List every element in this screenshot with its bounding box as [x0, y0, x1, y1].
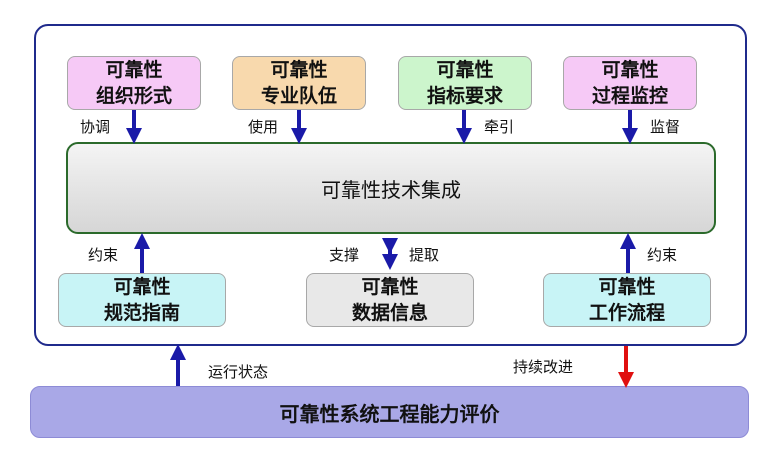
box-line2: 组织形式 — [95, 85, 172, 107]
core-title: 可靠性技术集成 — [321, 177, 461, 202]
label-traction: 牵引 — [484, 118, 515, 136]
box-organization-form: 可靠性 组织形式 — [67, 56, 201, 110]
box-line1: 可靠性 — [361, 276, 419, 298]
box-workflow: 可靠性 工作流程 — [543, 273, 711, 327]
label-support: 支撑 — [329, 246, 360, 264]
box-line2: 规范指南 — [103, 302, 180, 324]
label-coordinate: 协调 — [80, 118, 111, 136]
box-line2: 工作流程 — [588, 302, 665, 324]
label-operation-status: 运行状态 — [208, 363, 269, 381]
core-technology-integration: 可靠性技术集成 — [66, 142, 716, 234]
box-line2: 专业队伍 — [260, 85, 337, 107]
box-line1: 可靠性 — [105, 59, 163, 81]
label-use: 使用 — [248, 118, 279, 136]
label-constraint-right: 约束 — [647, 246, 678, 264]
evaluation-title: 可靠性系统工程能力评价 — [279, 401, 500, 426]
box-line1: 可靠性 — [436, 59, 494, 81]
box-process-monitoring: 可靠性 过程监控 — [563, 56, 697, 110]
capability-evaluation-bar: 可靠性系统工程能力评价 — [30, 386, 749, 438]
box-line2: 指标要求 — [426, 85, 503, 107]
box-standard-guidelines: 可靠性 规范指南 — [58, 273, 226, 327]
box-line1: 可靠性 — [113, 276, 171, 298]
box-professional-team: 可靠性 专业队伍 — [232, 56, 366, 110]
box-line1: 可靠性 — [601, 59, 659, 81]
box-line1: 可靠性 — [598, 276, 656, 298]
label-continuous-improvement: 持续改进 — [513, 358, 574, 376]
box-line2: 数据信息 — [351, 302, 428, 324]
box-line2: 过程监控 — [591, 85, 668, 107]
label-extract: 提取 — [409, 246, 440, 264]
box-index-requirements: 可靠性 指标要求 — [398, 56, 532, 110]
box-data-information: 可靠性 数据信息 — [306, 273, 474, 327]
label-supervise: 监督 — [650, 118, 681, 136]
box-line1: 可靠性 — [270, 59, 328, 81]
label-constraint-left: 约束 — [88, 246, 119, 264]
